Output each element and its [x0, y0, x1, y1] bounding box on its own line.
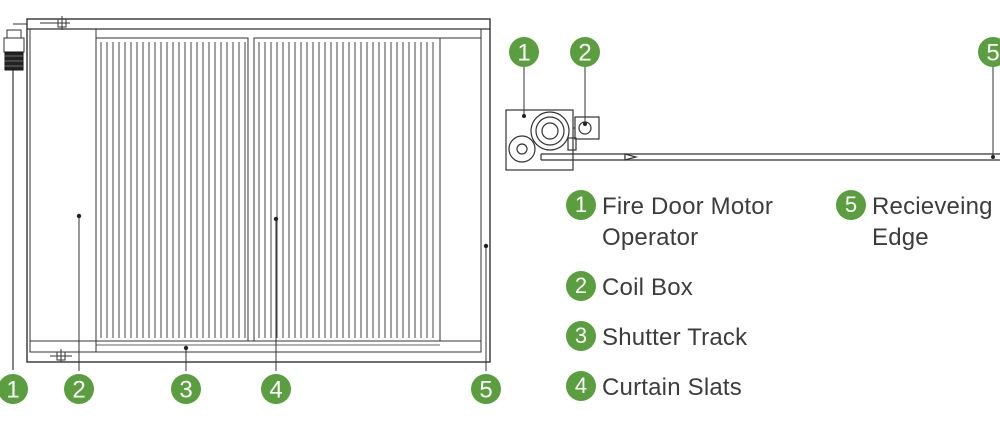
badge-number: 4: [269, 377, 282, 404]
callout-badges: 1 2 3 4 5: [0, 374, 501, 404]
side-badge-5: 5: [978, 37, 1000, 67]
callout-badge-4: 4: [261, 374, 291, 404]
indicator-dots: [76, 213, 489, 351]
callout-badge-2: 2: [64, 374, 94, 404]
badge-number: 5: [479, 377, 492, 404]
leader-lines: [78, 216, 487, 371]
small-pulley: [508, 135, 536, 163]
badge-number: 1: [6, 377, 19, 404]
callout-badge-1: 1: [0, 374, 28, 404]
curtain-panel-right: [253, 37, 441, 342]
outer-frame: [26, 18, 491, 363]
badge-number: 1: [517, 40, 530, 67]
badge-number: 5: [986, 40, 999, 67]
side-view: [505, 66, 1000, 171]
curtain-slats-lines: [100, 42, 434, 338]
coil-drum: [530, 111, 570, 151]
callout-badge-5: 5: [471, 374, 501, 404]
curtain-panel-left: [95, 37, 249, 342]
badge-number: 2: [72, 377, 85, 404]
side-view-badges: 1 2 5: [509, 37, 1000, 67]
bottom-hinge: [50, 349, 72, 362]
callout-badge-3: 3: [171, 374, 201, 404]
side-badge-1: 1: [509, 37, 539, 67]
top-hinge: [40, 16, 70, 30]
badge-number: 3: [179, 377, 192, 404]
side-badge-2: 2: [570, 37, 600, 67]
coil-housing: [505, 109, 574, 171]
side-view-dots: [522, 114, 995, 159]
front-elevation: [26, 18, 491, 363]
inner-frame: [29, 28, 482, 353]
badge-number: 2: [578, 40, 591, 67]
motor-operator-device: [3, 23, 27, 370]
